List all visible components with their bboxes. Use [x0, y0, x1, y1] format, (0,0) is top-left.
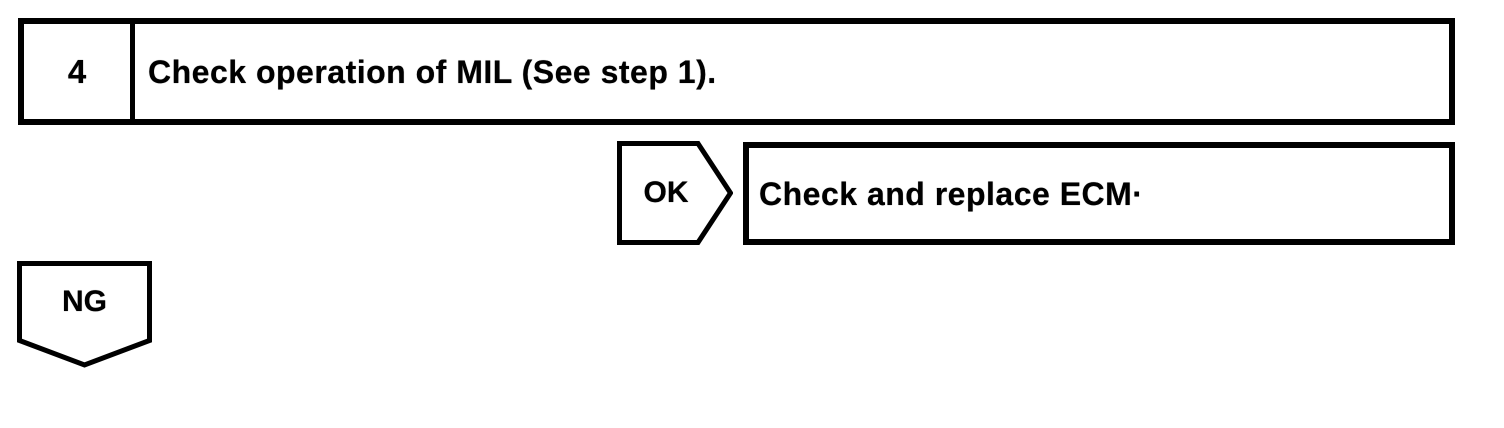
ng-connector: NG: [17, 261, 152, 368]
step-number: 4: [67, 53, 87, 90]
step-instruction-text: Check operation of MIL (See step 1).: [148, 53, 717, 90]
step-number-cell: 4: [24, 24, 135, 119]
step-box: 4 Check operation of MIL (See step 1).: [18, 18, 1455, 125]
ok-connector: OK: [617, 141, 733, 245]
ok-action-box: Check and replace ECM·: [743, 142, 1455, 245]
ng-connector-label: NG: [62, 285, 107, 318]
ng-connector-shape-icon: [17, 261, 152, 368]
ok-connector-shape-icon: [617, 141, 733, 245]
ok-action-text: Check and replace ECM·: [759, 175, 1144, 212]
ok-connector-label: OK: [643, 176, 689, 209]
step-instruction-cell: Check operation of MIL (See step 1).: [135, 24, 1449, 119]
